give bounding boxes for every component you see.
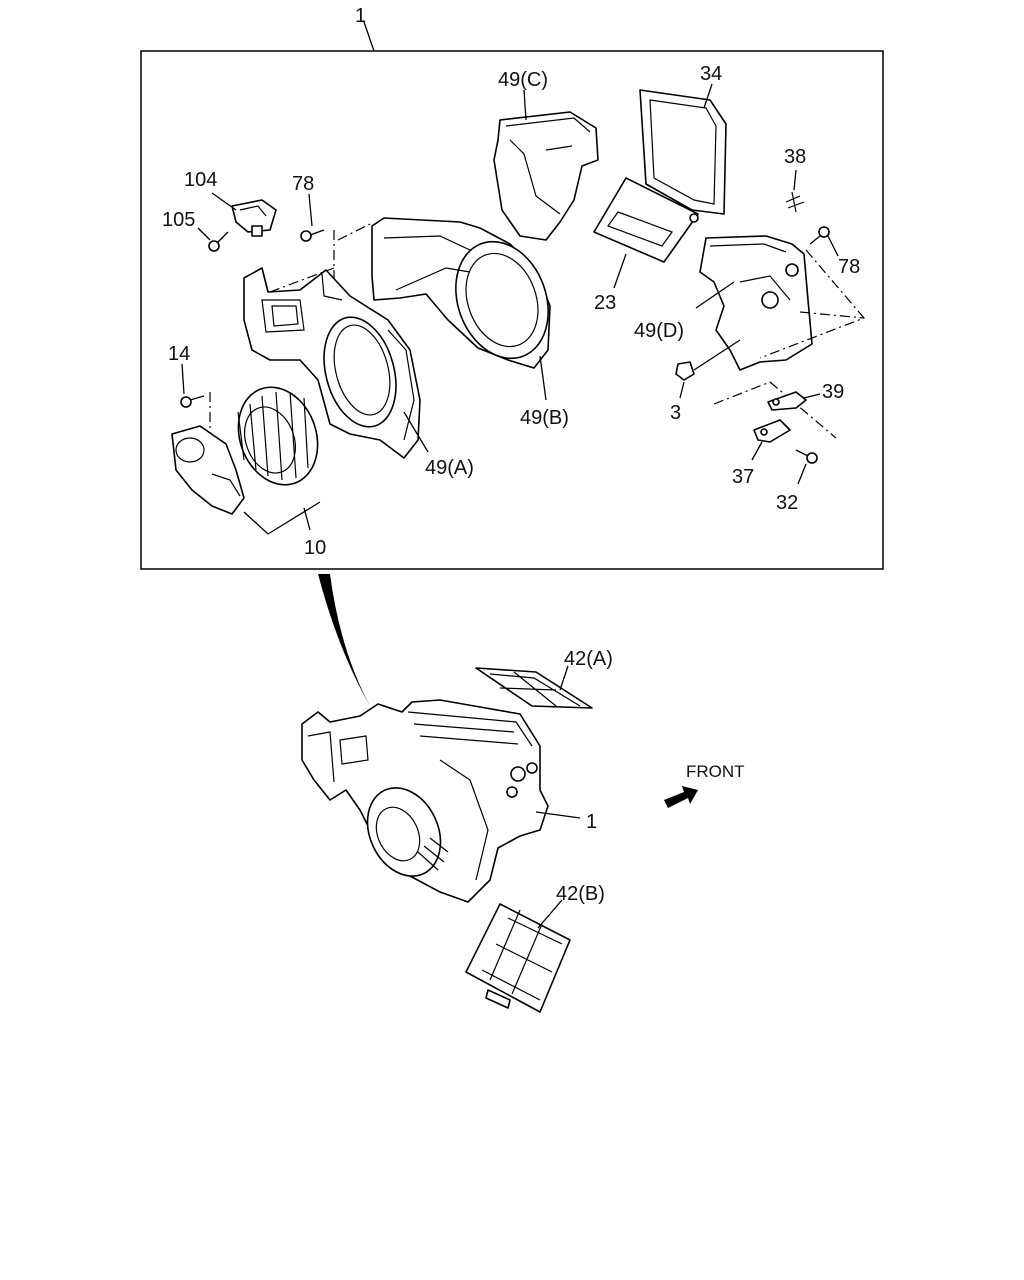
callout-34: 34 <box>700 63 722 85</box>
part-3-nut <box>675 361 695 381</box>
front-arrow-icon <box>664 786 698 808</box>
part-10-blower-motor <box>171 425 245 515</box>
callout-49c: 49(C) <box>498 69 548 91</box>
part-49d-case <box>699 235 813 371</box>
callout-49b: 49(B) <box>520 407 569 429</box>
part-49c-duct <box>493 111 599 241</box>
callout-105: 105 <box>162 209 195 231</box>
callout-42a: 42(A) <box>564 648 613 670</box>
part-32-screw <box>795 449 818 464</box>
callout-38: 38 <box>784 146 806 168</box>
callout-104: 104 <box>184 169 217 191</box>
exploded-view-frame <box>140 50 884 570</box>
part-78-screw-right <box>809 226 830 245</box>
callout-39: 39 <box>822 381 844 403</box>
part-10-blower-fan <box>237 386 319 486</box>
part-23-filter-plate <box>593 177 699 263</box>
callout-78-right: 78 <box>838 256 860 278</box>
callout-14: 14 <box>168 343 190 365</box>
part-104-resistor <box>231 199 277 237</box>
callout-23: 23 <box>594 292 616 314</box>
part-38-clip <box>785 191 805 213</box>
assembly-pointer-arrow <box>318 574 370 706</box>
front-label: FRONT <box>686 762 745 781</box>
callout-42b: 42(B) <box>556 883 605 905</box>
part-39-link <box>767 391 807 411</box>
part-78-screw-left <box>300 229 325 242</box>
part-105-screw <box>208 231 229 252</box>
callout-10: 10 <box>304 537 326 559</box>
callout-3: 3 <box>670 402 681 424</box>
part-14-screw <box>180 395 205 408</box>
callout-1-top: 1 <box>355 5 366 27</box>
callout-1-assembly: 1 <box>586 811 597 833</box>
heater-unit-assembly <box>301 699 549 903</box>
callout-78-left: 78 <box>292 173 314 195</box>
part-49b-case <box>371 217 551 369</box>
callout-49a: 49(A) <box>425 457 474 479</box>
callout-49d: 49(D) <box>634 320 684 342</box>
callout-37: 37 <box>732 466 754 488</box>
part-34-seal-frame <box>639 89 727 215</box>
part-37-lever <box>753 419 791 443</box>
part-42a-filter <box>475 667 593 709</box>
part-49a-case <box>243 267 421 459</box>
part-42b-filter <box>465 903 571 1013</box>
callout-32: 32 <box>776 492 798 514</box>
